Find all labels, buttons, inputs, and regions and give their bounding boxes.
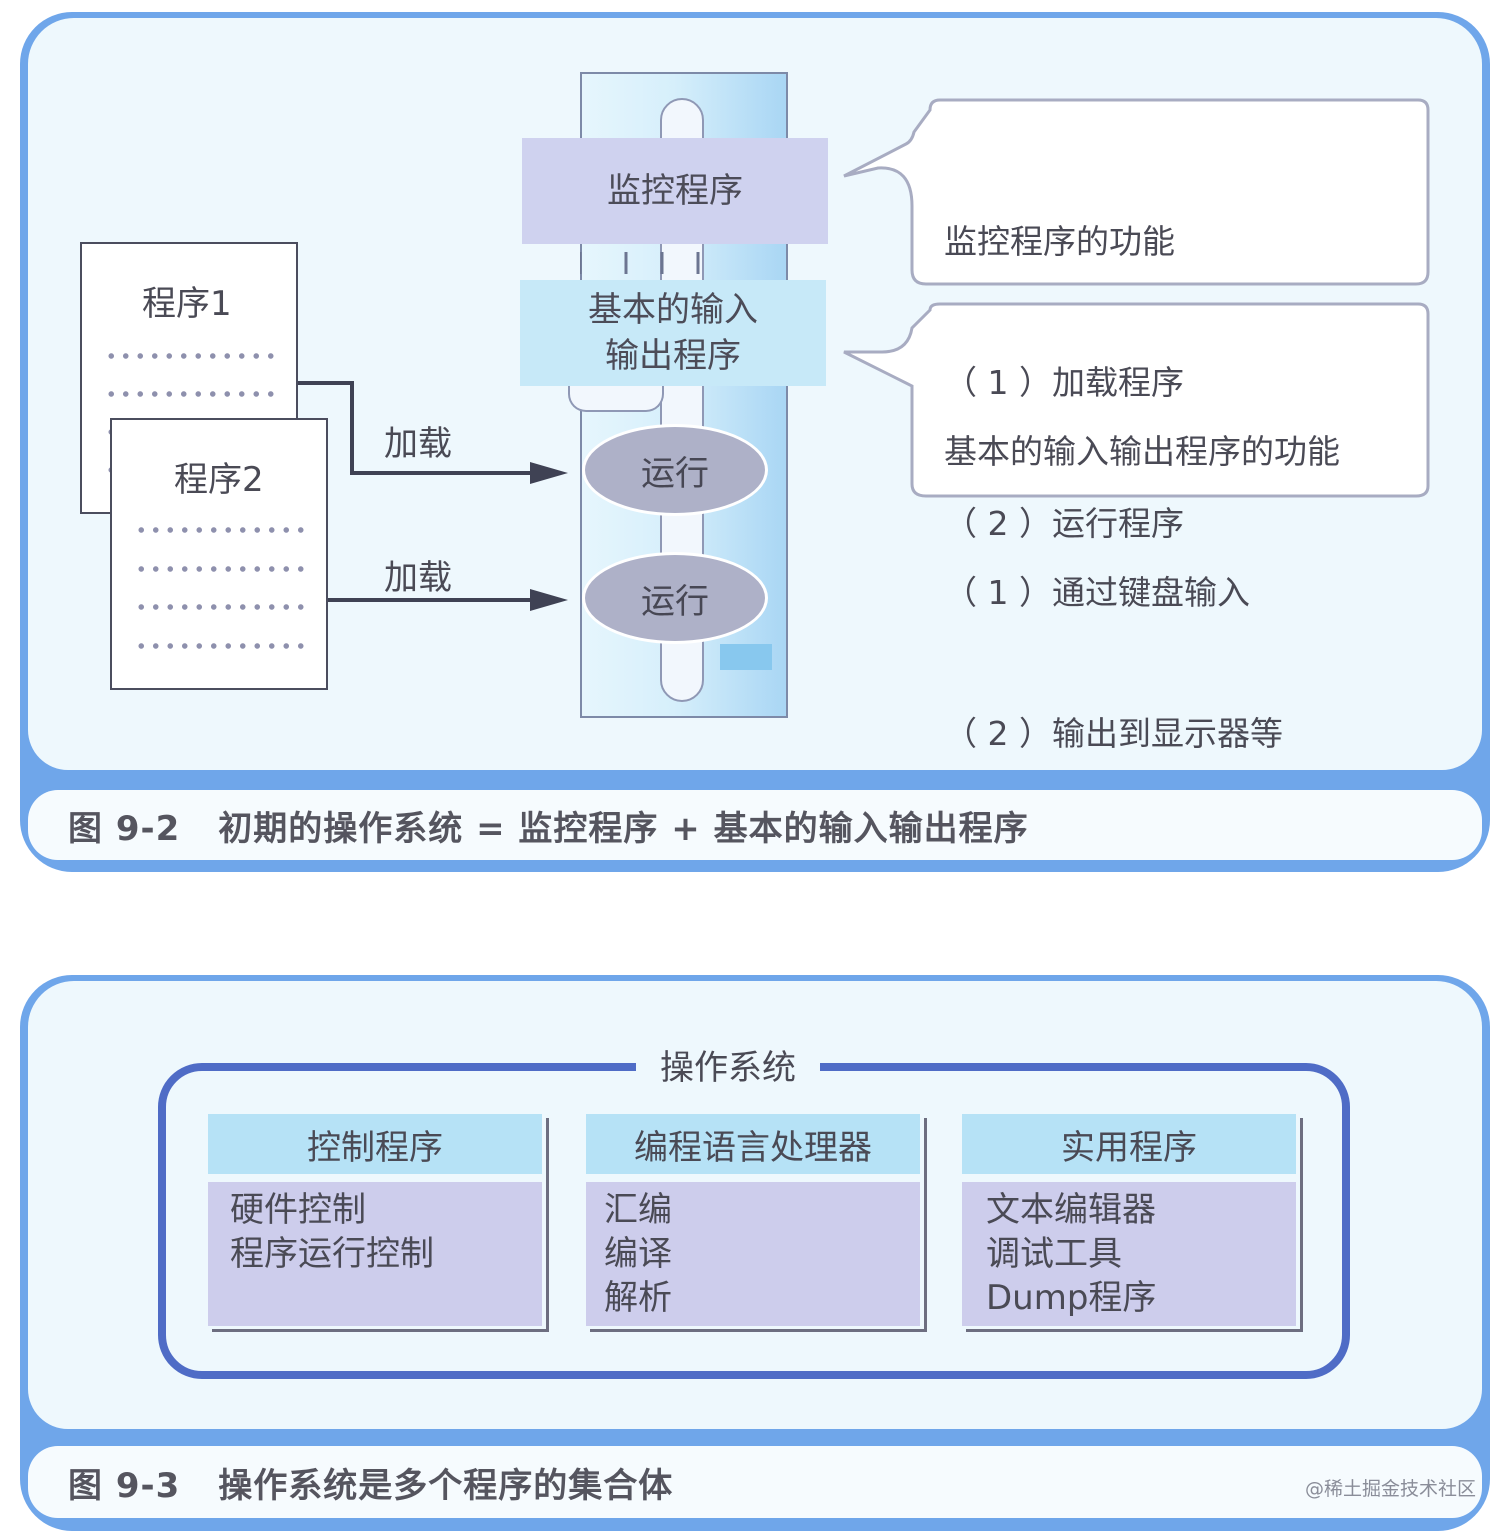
component-title: 编程语言处理器 [586,1114,920,1174]
callout-bubbles [843,98,1430,498]
program-1-code-line [104,390,282,398]
program-2-document: 程序2 [110,418,328,690]
caption-text: 操作系统是多个程序的集合体 [218,1465,674,1506]
load-arrow-1 [298,381,540,475]
monitor-callout-bubble [843,98,1430,286]
component-language-processor: 编程语言处理器 汇编 编译 解析 [586,1114,920,1326]
callout-title: 基本的输入输出程序的功能 [944,432,1340,471]
component-shadow [212,1329,549,1332]
component-body: 文本编辑器 调试工具 Dump程序 [962,1182,1296,1326]
load-arrows [298,381,568,611]
component-title: 控制程序 [208,1114,542,1174]
io-callout-bubble [843,302,1430,498]
component-item: Dump程序 [986,1278,1157,1318]
program-2-code-line [134,526,312,534]
component-shadow [1300,1118,1303,1332]
watermark: @稀土掘金技术社区 [1304,1478,1476,1500]
component-item: 硬件控制 [230,1190,366,1230]
caption-number: 图 9-3 [68,1465,181,1506]
load-label-1: 加载 [384,424,452,464]
program-2-code-line [134,603,312,611]
program-2-code-line [134,642,312,650]
component-shadow [590,1329,927,1332]
component-item: 解析 [604,1278,672,1318]
component-control-program: 控制程序 硬件控制 程序运行控制 [208,1114,542,1326]
figure-caption: 图 9-2 初期的操作系统 = 监控程序 + 基本的输入输出程序 [28,790,1482,860]
component-item: 汇编 [604,1190,672,1230]
run-ellipse-1: 运行 [582,424,768,516]
component-body: 汇编 编译 解析 [586,1182,920,1326]
monitor-callout-text: 监控程序的功能 （ 1 ）加载程序 （ 2 ）运行程序 [944,124,1184,641]
caption-text: 初期的操作系统 = 监控程序 + 基本的输入输出程序 [218,808,1029,849]
monitor-program-block: 监控程序 [522,138,828,244]
component-item: 调试工具 [986,1234,1122,1274]
program-2-title: 程序2 [174,460,264,500]
component-shadow [546,1118,549,1332]
component-shadow [924,1118,927,1332]
load-arrow-1-head [530,462,568,484]
operating-system-label: 操作系统 [636,1038,820,1090]
component-item: 程序运行控制 [230,1234,434,1274]
component-item: 文本编辑器 [986,1190,1156,1230]
figure-caption: 图 9-3 操作系统是多个程序的集合体 [28,1446,1482,1518]
basic-io-program-block: 基本的输入 输出程序 [520,280,826,386]
component-utility-program: 实用程序 文本编辑器 调试工具 Dump程序 [962,1114,1296,1326]
component-item: 编译 [604,1234,672,1274]
program-1-code-line [104,352,282,360]
program-1-title: 程序1 [142,284,232,324]
run-ellipse-2: 运行 [582,552,768,644]
load-arrow-2-head [530,589,568,611]
callout-item: （ 1 ）加载程序 [944,363,1184,402]
io-callout-text: 基本的输入输出程序的功能 （ 1 ）通过键盘输入 （ 2 ）输出到显示器等 [944,334,1340,851]
load-label-2: 加载 [384,558,452,598]
component-shadow [966,1329,1303,1332]
memory-tick-marks [580,252,700,274]
component-body: 硬件控制 程序运行控制 [208,1182,542,1326]
caption-number: 图 9-2 [68,808,181,849]
callout-item: （ 2 ）运行程序 [944,504,1184,543]
callout-item: （ 2 ）输出到显示器等 [944,714,1283,753]
component-title: 实用程序 [962,1114,1296,1174]
callout-title: 监控程序的功能 [944,222,1175,261]
program-2-code-line [134,565,312,573]
callout-item: （ 1 ）通过键盘输入 [944,573,1250,612]
memory-marker [720,644,772,670]
